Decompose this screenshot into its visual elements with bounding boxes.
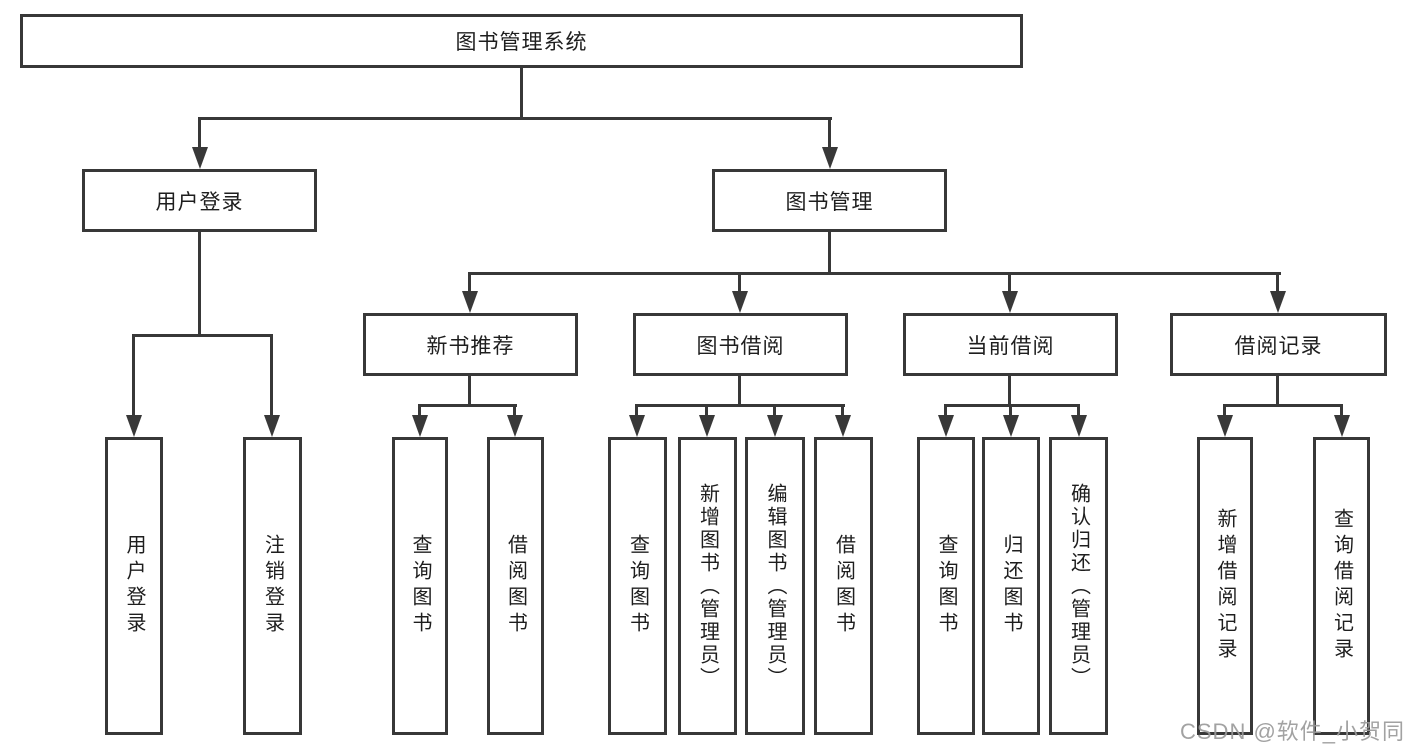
- line-segment: [828, 117, 831, 150]
- arrowhead: [699, 415, 715, 437]
- line-segment: [132, 334, 273, 337]
- arrowhead: [507, 415, 523, 437]
- arrowhead: [264, 415, 280, 437]
- node-label: 图书管理系统: [455, 31, 588, 54]
- node-new-book-recommendation: 新书推荐: [363, 313, 578, 376]
- node-leaf-user-login: 用户登录: [105, 437, 163, 735]
- node-leaf-logout: 注销登录: [243, 437, 302, 735]
- node-borrowing-records: 借阅记录: [1170, 313, 1387, 376]
- node-label: 注销登录: [261, 534, 284, 638]
- arrowhead: [192, 147, 208, 169]
- line-segment: [738, 376, 741, 407]
- node-book-management: 图书管理: [712, 169, 947, 232]
- arrowhead: [822, 147, 838, 169]
- line-segment: [1009, 404, 1012, 418]
- arrowhead: [1002, 291, 1018, 313]
- node-label: 确认归还（管理员）: [1067, 482, 1090, 690]
- watermark-text: CSDN @软件_小贺同学: [1180, 719, 1405, 744]
- line-segment: [468, 376, 471, 407]
- line-segment: [1340, 404, 1343, 418]
- line-segment: [1276, 376, 1279, 407]
- arrowhead: [732, 291, 748, 313]
- arrowhead: [629, 415, 645, 437]
- node-label: 借阅图书: [832, 534, 855, 638]
- line-segment: [198, 117, 201, 150]
- node-leaf-query-borrow-record: 查询借阅记录: [1313, 437, 1370, 735]
- arrowhead: [835, 415, 851, 437]
- line-segment: [468, 272, 471, 294]
- node-label: 新书推荐: [426, 334, 515, 358]
- line-segment: [635, 404, 845, 407]
- node-label: 查询图书: [409, 534, 431, 638]
- node-book-management-system: 图书管理系统: [20, 14, 1023, 68]
- line-segment: [944, 404, 1080, 407]
- node-book-borrowing: 图书借阅: [633, 313, 848, 376]
- node-leaf-add-borrow-record: 新增借阅记录: [1197, 437, 1253, 735]
- line-segment: [418, 404, 421, 418]
- node-label: 借阅图书: [504, 534, 527, 638]
- node-leaf-borrow-books-1: 借阅图书: [487, 437, 544, 735]
- line-segment: [513, 404, 516, 418]
- arrowhead: [412, 415, 428, 437]
- arrowhead: [1334, 415, 1350, 437]
- node-label: 当前借阅: [966, 334, 1055, 358]
- node-label: 用户登录: [155, 190, 244, 214]
- line-segment: [944, 404, 947, 418]
- node-leaf-edit-book-admin: 编辑图书（管理员）: [745, 437, 805, 735]
- line-segment: [635, 404, 638, 418]
- line-segment: [468, 272, 1281, 275]
- node-leaf-borrow-books-2: 借阅图书: [814, 437, 873, 735]
- line-segment: [418, 404, 517, 407]
- node-leaf-query-books-2: 查询图书: [608, 437, 667, 735]
- node-label: 借阅记录: [1234, 334, 1323, 358]
- node-label: 编辑图书（管理员）: [764, 482, 786, 690]
- arrowhead: [462, 291, 478, 313]
- line-segment: [270, 334, 273, 417]
- node-leaf-query-books-3: 查询图书: [917, 437, 975, 735]
- node-label: 归还图书: [1000, 534, 1022, 638]
- line-segment: [1008, 272, 1011, 294]
- arrowhead: [938, 415, 954, 437]
- arrowhead: [1003, 415, 1019, 437]
- node-leaf-add-book-admin: 新增图书（管理员）: [678, 437, 737, 735]
- node-label: 新增图书（管理员）: [696, 482, 719, 690]
- node-label: 图书借阅: [696, 334, 785, 358]
- node-user-login: 用户登录: [82, 169, 317, 232]
- line-segment: [198, 117, 832, 120]
- line-segment: [705, 404, 708, 418]
- arrowhead: [1217, 415, 1233, 437]
- node-leaf-query-books-1: 查询图书: [392, 437, 448, 735]
- arrowhead: [126, 415, 142, 437]
- node-label: 查询借阅记录: [1330, 508, 1353, 664]
- line-segment: [1008, 376, 1011, 407]
- line-segment: [773, 404, 776, 418]
- node-label: 查询图书: [935, 534, 957, 638]
- line-segment: [1223, 404, 1226, 418]
- node-leaf-confirm-return-admin: 确认归还（管理员）: [1049, 437, 1108, 735]
- arrowhead: [1071, 415, 1087, 437]
- line-segment: [198, 232, 201, 337]
- node-leaf-return-book: 归还图书: [982, 437, 1040, 735]
- node-label: 查询图书: [626, 534, 649, 638]
- line-segment: [132, 334, 135, 417]
- node-label: 用户登录: [123, 534, 145, 638]
- arrowhead: [1270, 291, 1286, 313]
- line-segment: [738, 272, 741, 294]
- line-segment: [1276, 272, 1279, 294]
- line-segment: [1223, 404, 1343, 407]
- line-segment: [828, 232, 831, 275]
- arrowhead: [767, 415, 783, 437]
- node-label: 图书管理: [785, 190, 874, 214]
- line-segment: [1077, 404, 1080, 418]
- node-label: 新增借阅记录: [1214, 508, 1236, 664]
- line-segment: [841, 404, 844, 418]
- node-current-borrowing: 当前借阅: [903, 313, 1118, 376]
- line-segment: [520, 68, 523, 119]
